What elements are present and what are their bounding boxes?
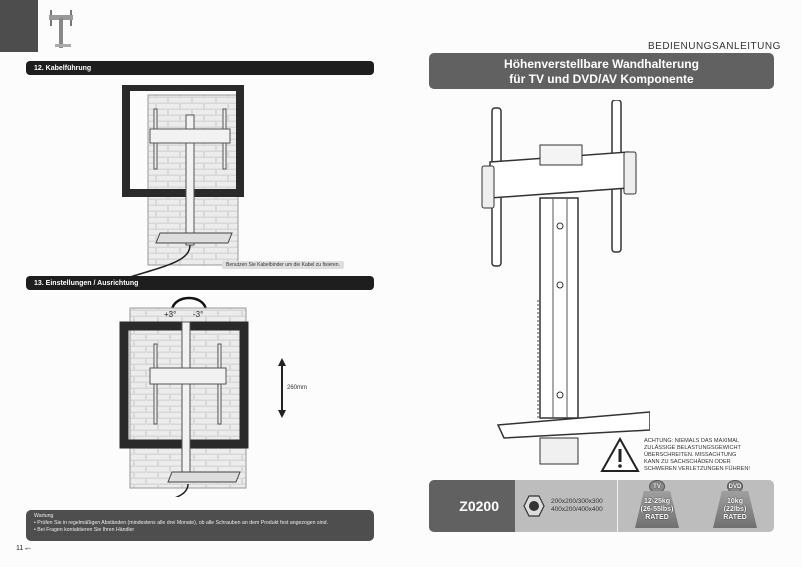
adjustment-illustration xyxy=(119,296,249,497)
model-number-box: Z0200 xyxy=(429,480,515,532)
vesa-line-1: 200x200/300x300 xyxy=(551,498,603,505)
section-13-title: 13. Einstellungen / Ausrichtung xyxy=(34,279,139,287)
cable-tie-caption: Benutzen Sie Kabelbinder um die Kabel zu… xyxy=(222,261,344,269)
title-line-2: für TV und DVD/AV Komponente xyxy=(509,72,694,86)
height-range-label: 260mm xyxy=(287,385,308,391)
stand-thumbnail-icon xyxy=(49,10,73,48)
maintenance-note: Wartung • Prüfen Sie in regelmäßigen Abs… xyxy=(26,510,374,541)
dvd-weight-badge: DVD 10kg (22lbs) RATED xyxy=(711,480,759,532)
corner-block xyxy=(0,0,38,52)
tv-weight-lbs: (26-55lbs) xyxy=(640,505,674,513)
weight-warning: ACHTUNG: NIEMALS DAS MAXIMAL ZULÄSSIGE B… xyxy=(644,438,750,472)
vesa-line-2: 400x200/400x400 xyxy=(551,506,603,513)
weight-rating-box: TV 12-25kg (26-55lbs) RATED DVD 10kg (22… xyxy=(617,480,774,532)
dvd-rated: RATED xyxy=(723,513,747,521)
maintenance-bullet-2: • Bei Fragen kontaktieren Sie Ihren Händ… xyxy=(34,527,135,533)
warning-triangle-icon xyxy=(600,437,640,472)
vesa-spec-box: 200x200/300x300 400x200/400x400 xyxy=(515,480,617,532)
tv-weight-badge: TV 12-25kg (26-55lbs) RATED xyxy=(633,480,681,532)
dvd-weight-lbs: (22lbs) xyxy=(723,505,747,513)
tv-rated: RATED xyxy=(645,513,669,521)
product-title: Höhenverstellbare Wandhalterung für TV u… xyxy=(429,53,774,89)
maintenance-bullet-1: • Prüfen Sie in regelmäßigen Abständen (… xyxy=(34,520,328,526)
tv-weight-kg: 12-25kg xyxy=(643,497,671,505)
stand-product-drawing xyxy=(481,100,650,465)
title-line-1: Höhenverstellbare Wandhalterung xyxy=(504,57,699,71)
page-number: 11 ◂▪▪ xyxy=(16,545,31,552)
dvd-weight-kg: 10kg xyxy=(727,497,743,505)
vesa-hex-icon xyxy=(523,495,545,517)
section-12-title: 12. Kabelführung xyxy=(34,64,92,72)
height-arrow-icon xyxy=(278,358,286,418)
tilt-minus-label: -3° xyxy=(193,310,204,319)
section-12-header: 12. Kabelführung xyxy=(26,61,374,75)
section-13-header: 13. Einstellungen / Ausrichtung xyxy=(26,276,374,290)
tilt-plus-label: +3° xyxy=(164,310,177,319)
cable-management-illustration xyxy=(122,85,244,278)
manual-label: BEDIENUNGSANLEITUNG xyxy=(648,41,781,52)
model-number: Z0200 xyxy=(459,498,499,514)
maintenance-heading: Wartung xyxy=(34,513,54,519)
